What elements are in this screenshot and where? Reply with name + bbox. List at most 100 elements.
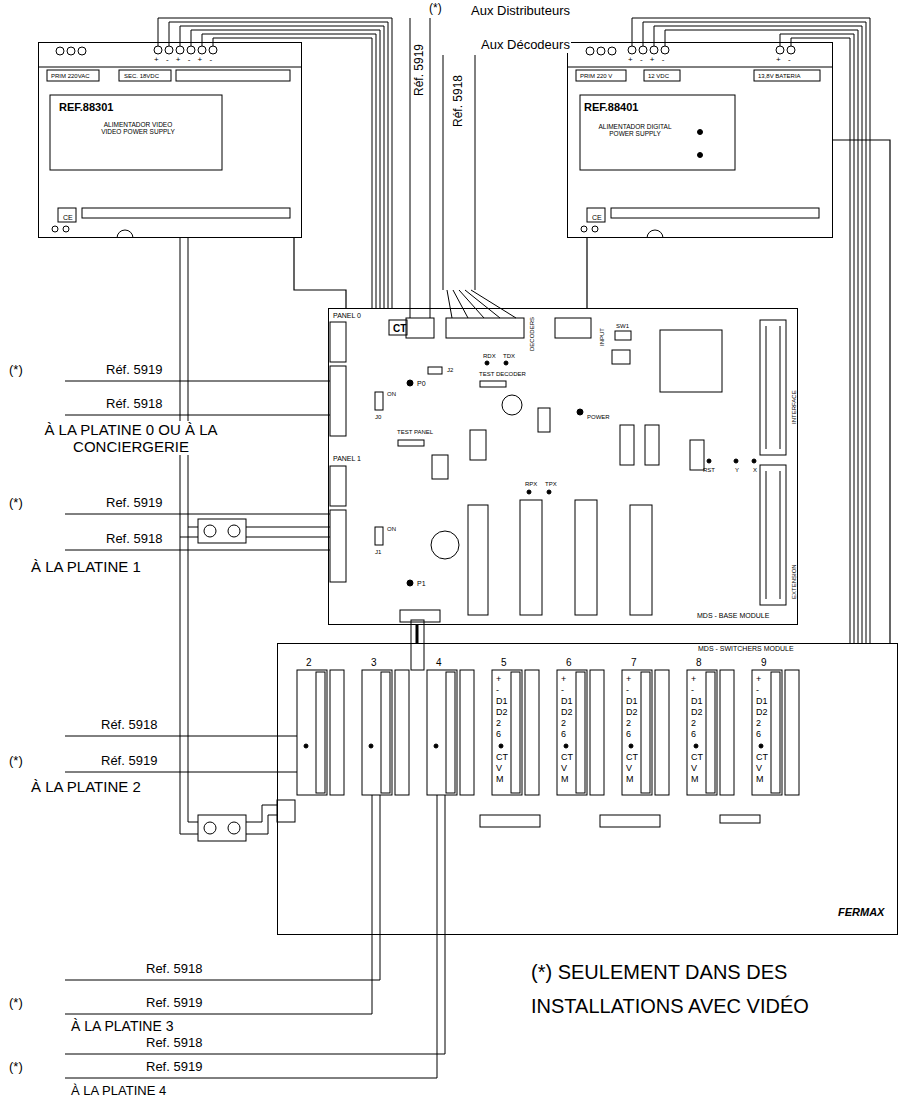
switcher-parts [297, 670, 344, 795]
digital-psu-detail [698, 130, 703, 135]
power-supply-box: PRIM 220 V12 VDC13,8V BATERIAREF.88401AL… [567, 42, 833, 238]
cable [65, 795, 437, 1078]
video-psu-detail [38, 46, 302, 238]
cable [65, 795, 445, 1054]
board-label: CT V M [561, 752, 576, 785]
board-label: PANEL 0 [333, 312, 361, 320]
base-board-parts [406, 318, 434, 338]
video-psu-detail [187, 46, 195, 54]
digital-psu-detail [586, 47, 594, 55]
supply-wire [202, 34, 376, 308]
base-board-parts [330, 322, 346, 362]
cable [453, 290, 468, 318]
digital-psu-detail [754, 70, 820, 81]
supply-wire [180, 537, 198, 834]
supply-wire [665, 30, 858, 643]
board-label: REF.88301 [59, 101, 113, 114]
board-label: J0 [375, 414, 381, 421]
base-board-parts [470, 430, 486, 460]
board-label: 6 [566, 657, 572, 669]
board-label: CE [592, 214, 602, 222]
digital-psu-detail [639, 46, 647, 54]
video-psu-detail [82, 208, 290, 218]
base-board-parts [766, 326, 780, 449]
wire-label: Aux Distributeurs [470, 4, 571, 19]
switcher-parts [362, 670, 409, 795]
switcher-parts [277, 800, 295, 822]
digital-psu-detail [661, 46, 669, 54]
wire-label: (*) [8, 754, 24, 769]
board-label: P1 [417, 580, 426, 588]
board-label: RPX [525, 481, 537, 488]
digital-psu-detail [567, 46, 833, 238]
board-label: TEST DECODER [479, 371, 526, 378]
video-psu-detail [154, 46, 162, 54]
cable [430, 18, 431, 318]
board-label: PANEL 1 [333, 455, 361, 463]
supply-wire [246, 527, 330, 528]
wire-label: Ref. 5918 [145, 962, 203, 977]
wire-label: + - + - [627, 55, 668, 64]
supply-wire [188, 527, 198, 822]
base-board-parts [485, 361, 489, 365]
base-board-parts [389, 320, 407, 335]
wire-label: Réf. 5919 [413, 43, 427, 97]
switcher-parts [277, 620, 799, 827]
switcher-parts [752, 670, 799, 795]
wire-label: Aux Décodeurs [480, 38, 571, 53]
board-label: + - D1 D2 2 6 [691, 674, 706, 740]
supply-wire [246, 537, 330, 538]
wire-label: Réf. 5918 [100, 718, 158, 733]
board-label: FERMAX [838, 906, 884, 919]
base-board-parts [734, 459, 738, 463]
digital-psu-detail [580, 95, 735, 170]
board-label: TDX [503, 353, 515, 360]
board-label: 13,8V BATERIA [758, 73, 801, 80]
board-label: CT V M [496, 752, 511, 785]
wire-label: (*) [8, 996, 24, 1011]
supply-wire [213, 38, 372, 308]
video-psu-detail [56, 47, 64, 55]
board-label: RDX [483, 353, 496, 360]
base-board-parts [330, 466, 346, 506]
wire-connector [294, 238, 346, 308]
wire-label: (*) [8, 1060, 24, 1075]
board-label: POWER [587, 414, 610, 421]
base-board-parts [538, 408, 550, 432]
video-psu-detail [38, 67, 302, 68]
base-board-parts [330, 318, 786, 622]
switcher-parts [492, 670, 539, 795]
base-board-parts [766, 471, 780, 599]
cable [65, 795, 380, 980]
base-board-parts [620, 425, 634, 465]
board-label: PRIM 220VAC [51, 73, 90, 80]
base-board-parts [407, 580, 413, 586]
switcher-module-board: MDS - SWITCHERS MODULEFERMAX23456789+ - … [277, 643, 898, 935]
wire-connector [586, 238, 587, 308]
board-label: + - D1 D2 2 6 [756, 674, 771, 740]
board-label: PRIM 220 V [580, 73, 612, 80]
wire-connector [833, 140, 890, 643]
video-psu-detail [176, 46, 184, 54]
wire-label: À LA PLATINE 3 [70, 1018, 174, 1034]
cable [447, 290, 452, 318]
board-label: 12 VDC [648, 73, 669, 80]
supply-wire [169, 22, 388, 308]
base-board-parts [547, 490, 551, 494]
wire-label: (*) [8, 496, 24, 511]
switcher-parts [427, 670, 474, 795]
supply-wire [191, 30, 380, 308]
video-psu-detail [63, 226, 69, 232]
switcher-parts [687, 670, 734, 795]
supply-wire [632, 18, 870, 643]
cable [65, 550, 330, 551]
board-label: + - D1 D2 2 6 [561, 674, 576, 740]
digital-psu-detail [567, 67, 833, 68]
base-board-parts [468, 505, 488, 615]
supply-wire [188, 238, 198, 527]
digital-psu-detail [587, 208, 605, 222]
base-board-parts [398, 440, 424, 446]
cable [65, 736, 297, 737]
digital-psu-detail [647, 230, 663, 238]
board-label: X [753, 467, 757, 474]
